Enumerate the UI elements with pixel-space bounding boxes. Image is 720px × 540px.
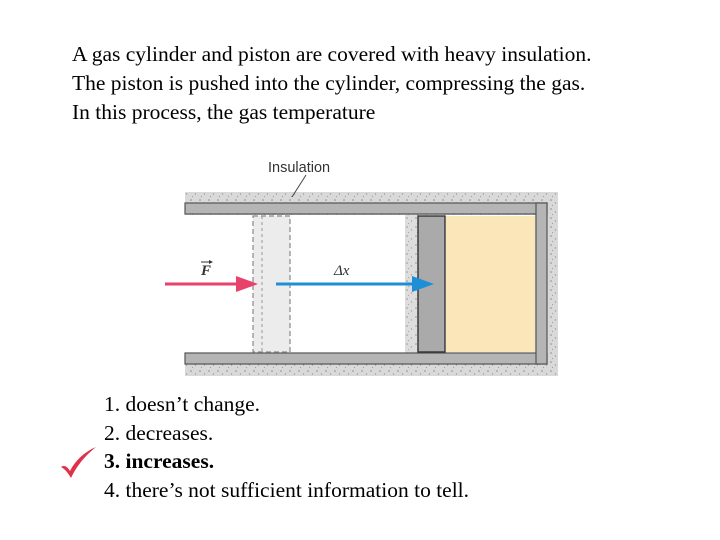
choice-2[interactable]: 2. decreases. (104, 419, 469, 448)
cylinder-wall (184, 202, 548, 365)
choice-4[interactable]: 4. there’s not sufficient information to… (104, 476, 469, 505)
question-line-2: The piston is pushed into the cylinder, … (72, 71, 586, 95)
checkmark-icon (61, 447, 96, 478)
choice-text: decreases. (125, 420, 214, 445)
question-text: A gas cylinder and piston are covered wi… (72, 40, 692, 127)
choice-text: increases. (125, 449, 215, 473)
piston-cylinder-diagram: Insulation F Δx (165, 160, 558, 376)
choice-1[interactable]: 1. doesn’t change. (104, 390, 469, 419)
question-line-3: In this process, the gas temperature (72, 100, 376, 124)
choice-number: 1. (104, 392, 121, 416)
choice-3[interactable]: 3. increases. (104, 447, 469, 476)
displacement-arrow (276, 276, 434, 292)
choice-text: doesn’t change. (125, 392, 261, 416)
question-line-1: A gas cylinder and piston are covered wi… (72, 42, 592, 66)
displacement-label: Δx (333, 263, 350, 279)
force-label: F (200, 263, 211, 279)
answer-choices: 1. doesn’t change. 2. decreases. 3. incr… (104, 390, 469, 504)
vector-arrow-icon (201, 260, 213, 264)
choice-number: 3. (104, 449, 121, 473)
gas-region (446, 216, 535, 352)
insulation-leader (291, 174, 307, 198)
choice-text: there’s not sufficient information to te… (125, 477, 470, 502)
choice-number: 2. (104, 420, 121, 445)
choice-number: 4. (104, 477, 121, 502)
force-arrow (165, 276, 258, 292)
insulation-label: Insulation (268, 160, 330, 176)
